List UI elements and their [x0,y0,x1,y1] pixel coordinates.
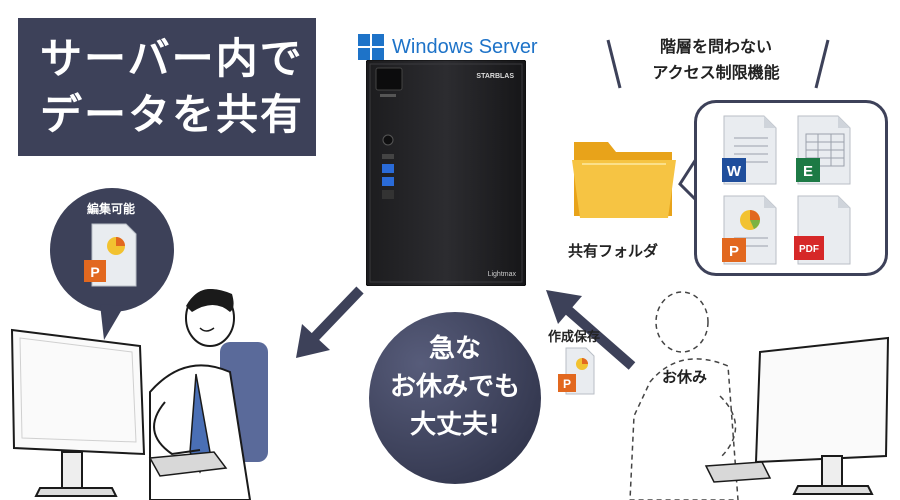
title-line-2: データを共有 [40,90,305,139]
access-caption: 階層を問わない アクセス制限機能 [602,34,830,86]
powerpoint-badge: P [729,243,739,260]
center-message-circle [369,312,541,484]
server-tower: STARBLAS Lightmax [366,60,526,286]
edit-label: 編集可能 [86,202,135,216]
access-caption-line-2: アクセス制限機能 [652,63,780,82]
server-subbrand-text: Lightmax [488,271,517,278]
access-caption-line-1: 階層を問わない [659,37,772,56]
office-worker-illustration [10,289,268,500]
folder-label: 共有フォルダ [568,242,659,260]
absent-person-outline [629,291,739,500]
windows-logo-icon [358,34,384,60]
upload-arrow [546,290,636,370]
shared-files-grid: W E P PDF [722,115,851,265]
word-document-icon: W [722,115,777,185]
absent-worker-illustration [629,291,890,500]
title-line-1: サーバー内で [40,34,304,83]
access-caption-slashes [606,39,830,89]
saved-file-icon: P [558,347,595,395]
edit-bubble-badge: P [90,264,99,280]
powerpoint-document-icon: P [722,195,777,265]
server-brand-text: STARBLAS [476,73,514,80]
center-message-line-1: 急な [428,334,481,364]
center-message-line-2: お休みでも [389,372,520,402]
title-banner: サーバー内で データを共有 [18,18,316,156]
excel-spreadsheet-icon: E [796,115,851,185]
edit-bubble: P [50,188,174,340]
excel-badge: E [803,163,813,180]
folder-icon [572,142,676,218]
center-message-line-3: 大丈夫! [410,410,500,440]
word-badge: W [727,163,742,180]
windows-server-text: Windows Server [392,35,538,58]
save-label: 作成保存 [548,330,601,345]
pdf-badge: PDF [799,244,819,255]
windows-server-logo: Windows Server [358,34,538,60]
download-arrow [296,286,364,358]
pdf-document-icon: PDF [794,195,851,265]
center-message: 急な お休みでも 大丈夫! [380,330,530,444]
absent-label: お休み [662,368,708,386]
saved-file-badge: P [563,377,571,391]
